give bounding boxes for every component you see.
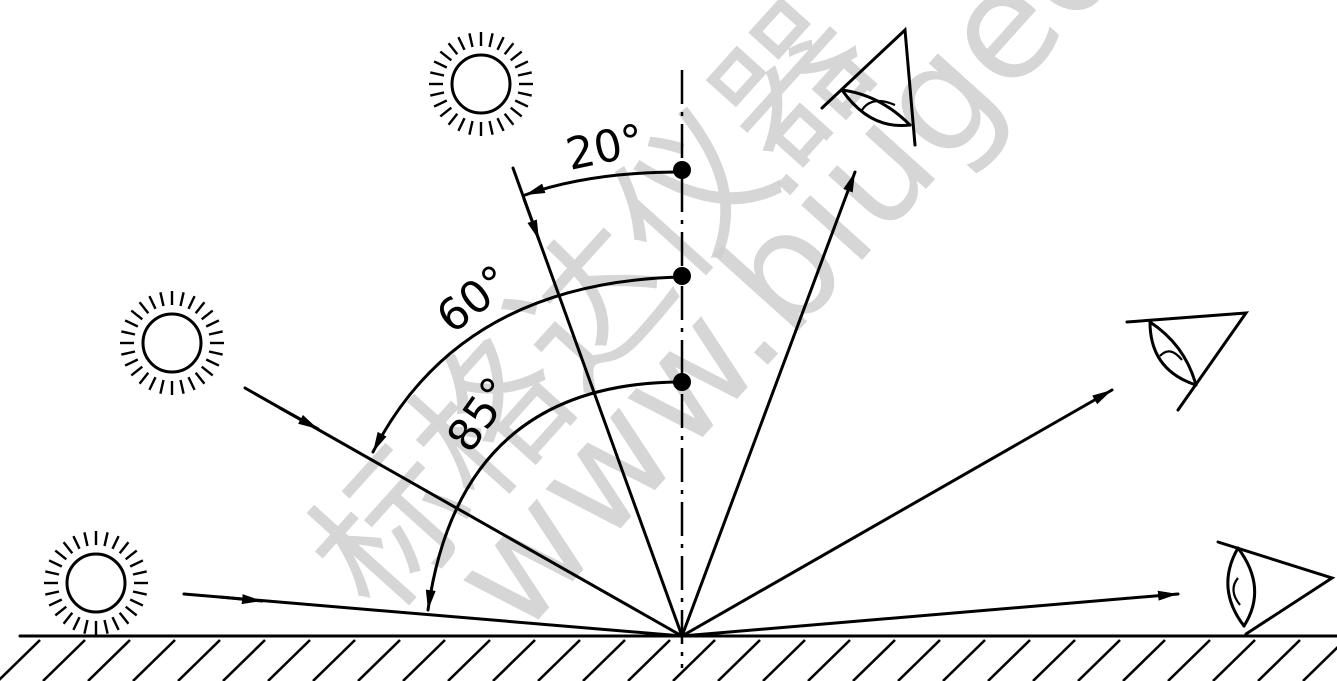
angle-vertex-dot-60: [673, 267, 691, 285]
eye-icon: [1216, 540, 1336, 636]
sun-icon: [429, 32, 533, 136]
surface-hatching: [0, 639, 1337, 681]
reflected-ray-85: [680, 590, 1180, 638]
sun-icon: [44, 531, 148, 635]
angle-vertex-dot-20: [673, 161, 691, 179]
incident-ray-20: [511, 166, 684, 638]
angle-arc-20: [523, 170, 684, 197]
reflected-ray-60: [680, 388, 1114, 638]
eye-icon: [820, 26, 917, 147]
angle-arc-85: [425, 380, 684, 612]
incident-arrow-20: [522, 197, 541, 242]
reflected-ray-20: [680, 170, 857, 638]
incident-ray-85: [182, 592, 684, 638]
incident-arrow-85: [218, 594, 264, 605]
angle-vertex-dot-85: [673, 373, 691, 391]
eye-icon: [1125, 311, 1250, 412]
incident-arrow-60: [278, 406, 320, 431]
sun-icon: [120, 291, 224, 395]
angle-arc-60: [371, 275, 684, 454]
